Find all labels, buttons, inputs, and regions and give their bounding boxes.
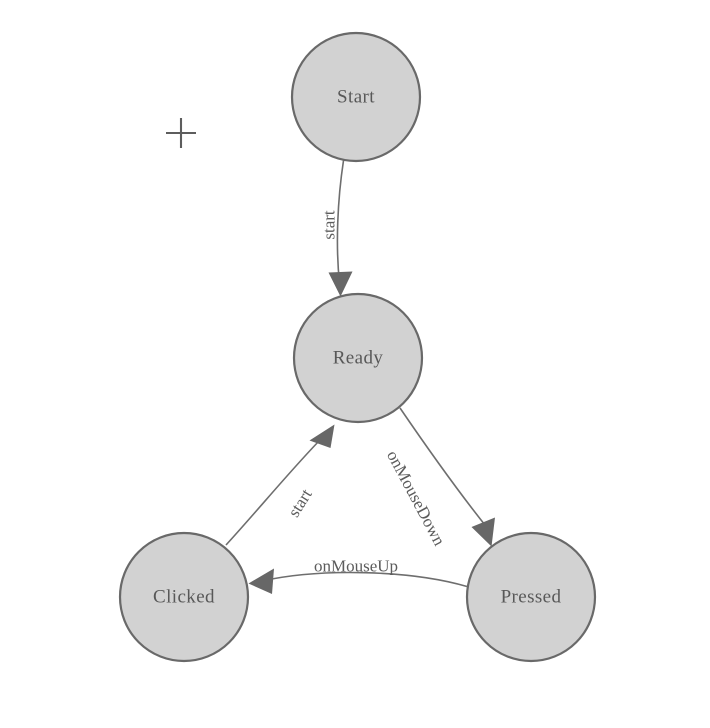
node-pressed[interactable]: Pressed [465, 531, 597, 663]
node-clicked-circle [118, 531, 250, 663]
edge-clicked-to-ready-path [225, 439, 321, 546]
edge-clicked-to-ready-arrowhead [309, 424, 335, 448]
edge-start-to-ready[interactable]: start [320, 160, 353, 297]
node-pressed-label: Pressed [501, 587, 562, 608]
edge-ready-to-pressed-path [399, 407, 490, 531]
node-start[interactable]: Start [290, 31, 422, 163]
edge-ready-to-pressed[interactable]: onMouseDown [383, 407, 495, 549]
node-clicked-label: Clicked [153, 587, 215, 608]
edge-label-ready-to-pressed: onMouseDown [383, 447, 449, 549]
edge-ready-to-pressed-arrowhead [471, 517, 495, 547]
edge-label-start-to-ready: start [320, 210, 339, 240]
node-start-label: Start [337, 87, 375, 108]
edge-start-to-ready-arrowhead [328, 271, 353, 297]
node-ready-circle [292, 292, 424, 424]
node-ready[interactable]: Ready [292, 292, 424, 424]
crosshair-icon[interactable] [166, 118, 196, 148]
node-pressed-circle [465, 531, 597, 663]
edge-clicked-to-ready[interactable]: start [225, 424, 335, 546]
edge-pressed-to-clicked[interactable]: onMouseUp [248, 557, 468, 595]
edge-label-clicked-to-ready: start [284, 485, 316, 520]
node-ready-label: Ready [333, 348, 384, 369]
edge-start-to-ready-path [336, 160, 345, 284]
node-start-circle [290, 31, 422, 163]
edge-pressed-to-clicked-path [261, 571, 468, 588]
edge-pressed-to-clicked-arrowhead [248, 568, 274, 594]
edge-label-pressed-to-clicked: onMouseUp [314, 557, 398, 576]
node-clicked[interactable]: Clicked [118, 531, 250, 663]
